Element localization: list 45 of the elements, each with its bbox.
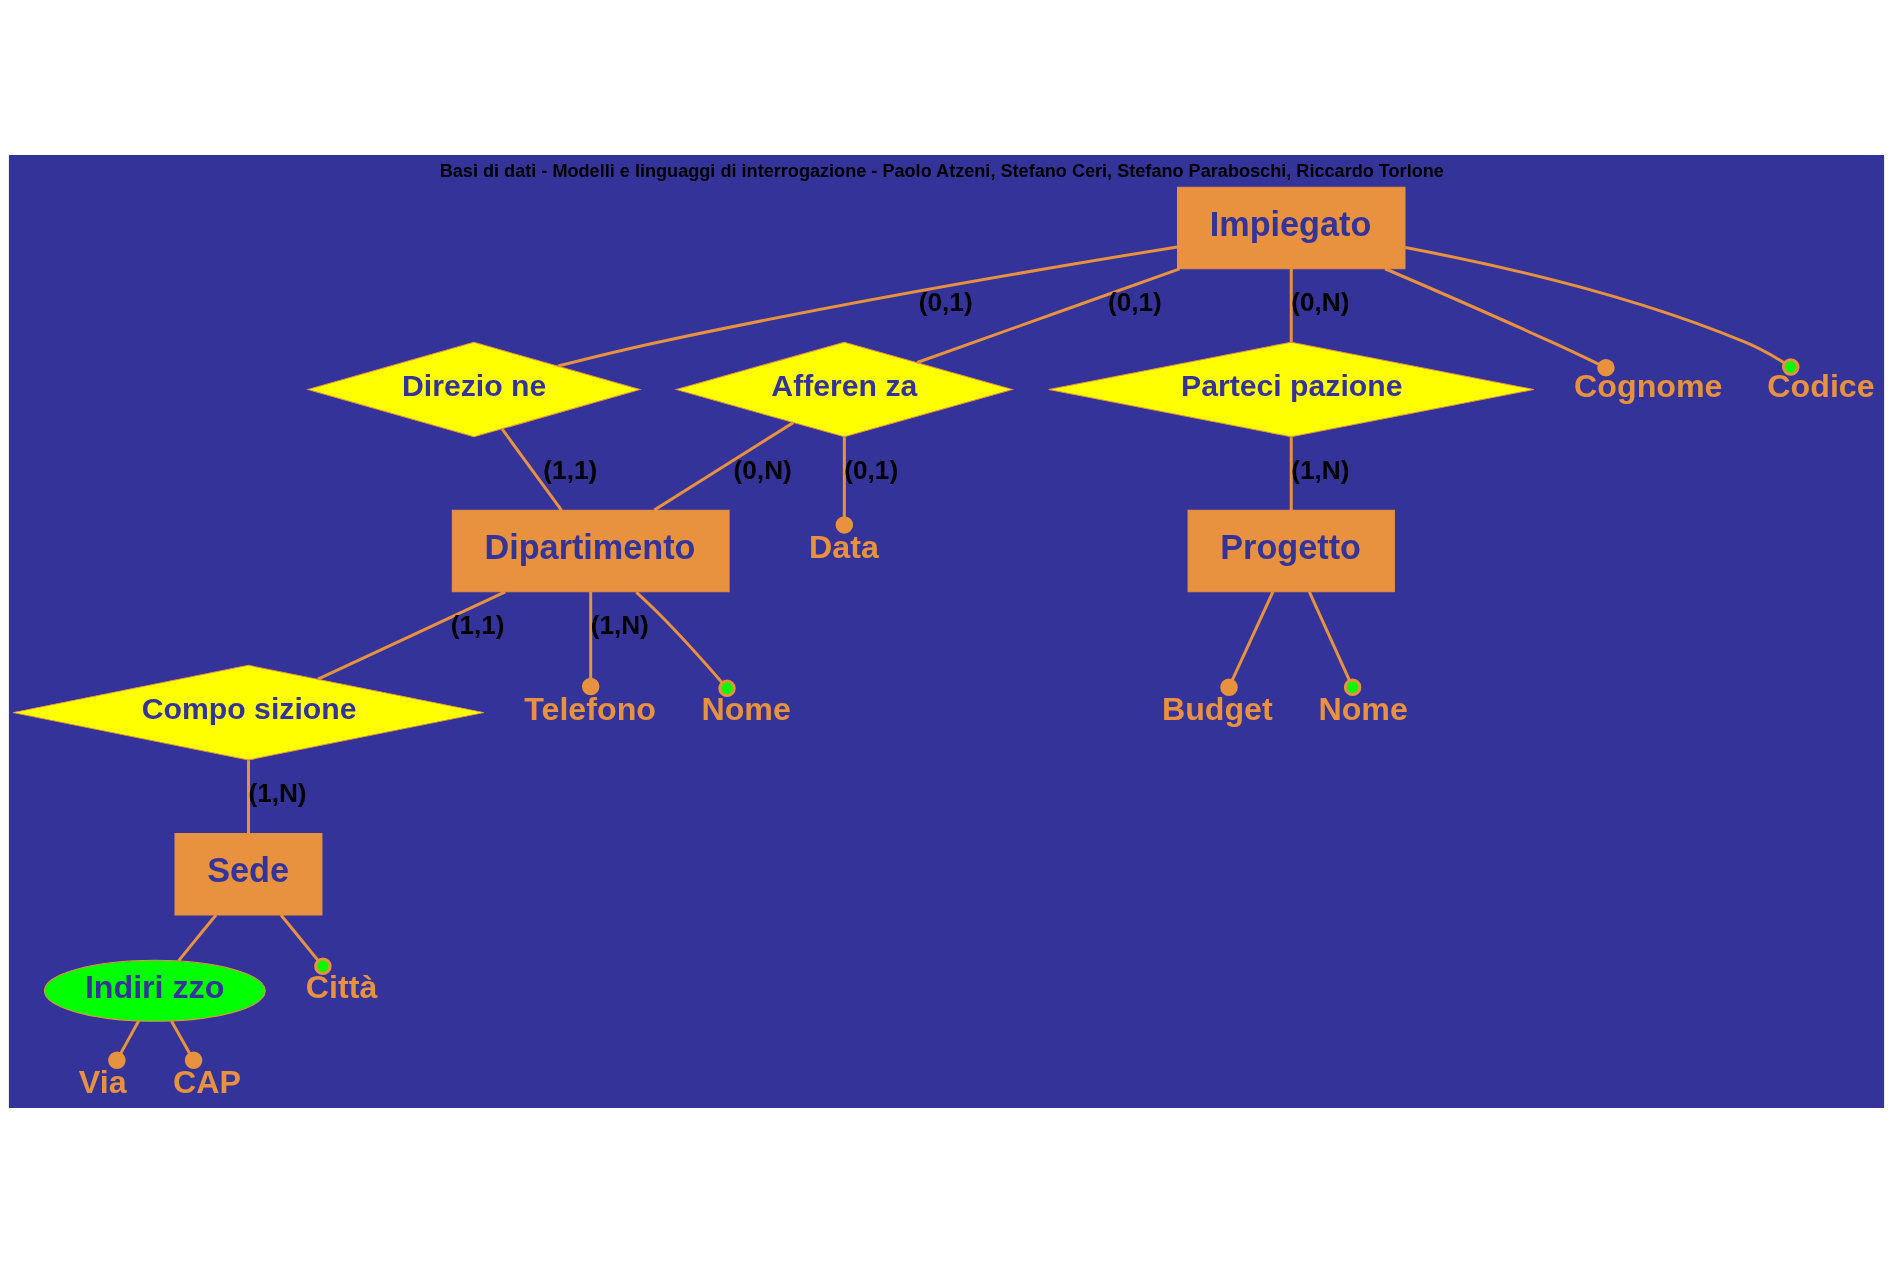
connector bbox=[177, 914, 218, 962]
node-text: Data bbox=[809, 529, 879, 566]
connector bbox=[1307, 591, 1362, 696]
node-text: Codice bbox=[1767, 367, 1875, 404]
connector bbox=[1384, 267, 1615, 377]
node-text: Via bbox=[78, 1063, 127, 1100]
node-diamond: Direzio ne bbox=[306, 341, 642, 438]
node-box: Impiegato bbox=[1177, 186, 1406, 270]
node-box: Dipartimento bbox=[451, 509, 730, 593]
node-diamond: Afferen za bbox=[674, 341, 1015, 438]
connector bbox=[1220, 591, 1275, 696]
node-text: Nome bbox=[701, 690, 791, 727]
edge-label: (1,1) bbox=[543, 454, 598, 485]
connector bbox=[317, 590, 506, 681]
node-text: Telefono bbox=[524, 690, 656, 727]
node-box: Progetto bbox=[1187, 509, 1395, 593]
connector bbox=[500, 428, 563, 512]
connector bbox=[1289, 437, 1293, 511]
node-diamond: Compo sizione bbox=[12, 664, 485, 761]
node-text: Budget bbox=[1161, 690, 1273, 727]
edge-label: (0,1) bbox=[1108, 286, 1162, 317]
connector bbox=[581, 591, 600, 696]
connector bbox=[916, 267, 1181, 364]
node-text: Nome bbox=[1318, 690, 1408, 727]
diagram-title: Basi di dati - Modelli e linguaggi di interrogazione - Paolo Atzeni, Stefano Ceri, Stefano Paraboschi, Riccardo Torlone bbox=[439, 160, 1444, 181]
edge-label: (1,N) bbox=[590, 609, 649, 640]
connector bbox=[1404, 246, 1800, 376]
connector bbox=[246, 760, 250, 834]
connector bbox=[1289, 268, 1293, 343]
edge-label: (0,N) bbox=[733, 454, 792, 485]
connector bbox=[279, 914, 332, 976]
connector bbox=[170, 1020, 203, 1069]
connector bbox=[653, 421, 795, 512]
node-text: CAP bbox=[172, 1063, 241, 1100]
edge-label: (1,1) bbox=[450, 609, 505, 640]
connector bbox=[635, 590, 736, 698]
connector bbox=[835, 437, 854, 534]
node-text: Città bbox=[305, 968, 378, 1005]
connector bbox=[108, 1020, 140, 1069]
node-text: Cognome bbox=[1574, 367, 1723, 404]
connector bbox=[557, 245, 1178, 368]
node-box: Sede bbox=[174, 832, 323, 916]
node-diamond: Parteci pazione bbox=[1048, 341, 1535, 438]
edge-label: (0,1) bbox=[918, 286, 973, 317]
node-ellipse: Indiri zzo bbox=[43, 959, 266, 1022]
